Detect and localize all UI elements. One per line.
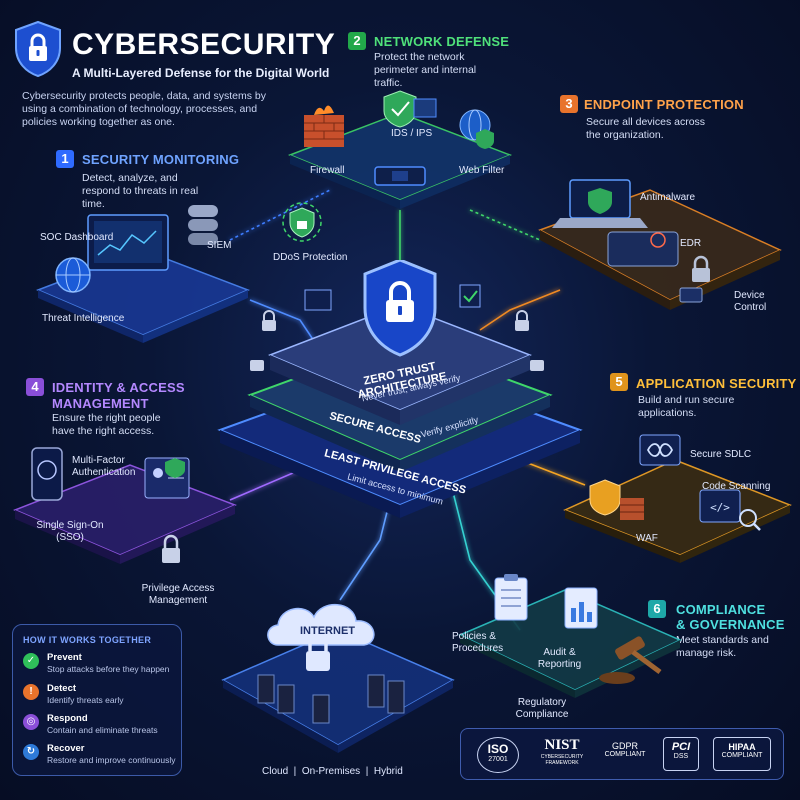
badge-nist-text: NIST (544, 737, 580, 753)
label-sso: Single Sign-On (SSO) (36, 520, 104, 543)
badge-hipaa: HIPAA COMPLIANT (713, 737, 771, 771)
section-title-network: NETWORK DEFENSE (374, 34, 510, 49)
legend-panel: HOW IT WORKS TOGETHER ✓ Prevent Stop att… (12, 624, 182, 776)
badge-pci-sub: DSS (673, 753, 689, 760)
zero-trust-core (217, 260, 583, 518)
badge-nist: NIST CYBERSECURITY FRAMEWORK (533, 737, 591, 769)
section-desc-network: Protect the network perimeter and intern… (374, 51, 477, 89)
respond-icon: ◎ (23, 714, 39, 730)
page-subtitle: A Multi-Layered Defense for the Digital … (72, 66, 330, 80)
section-title-compliance-1: COMPLIANCE (676, 602, 766, 617)
compliance-badges: ISO 27001 NIST CYBERSECURITY FRAMEWORK G… (460, 728, 784, 780)
page-title: CYBERSECURITY (72, 28, 336, 61)
deployment-types: Cloud | On-Premises | Hybrid (262, 766, 403, 777)
label-pam: Privilege Access Management (141, 583, 215, 606)
endpoint-platform (538, 179, 782, 310)
label-secure-sdlc: Secure SDLC (690, 449, 752, 460)
section-desc-endpoint: Secure all devices across the organizati… (586, 116, 706, 141)
label-edr: EDR (680, 238, 702, 249)
section-desc-monitoring: Detect, analyze, and respond to threats … (82, 172, 199, 210)
badge-pci: PCI DSS (663, 737, 699, 771)
shield-lock-icon (15, 20, 61, 78)
label-ids-ips: IDS / IPS (391, 128, 433, 139)
badge-gdpr: GDPR COMPLIANT (599, 737, 651, 769)
label-web-filter: Web Filter (459, 165, 505, 176)
section-number-3: 3 (560, 95, 578, 113)
svg-text:</>: </> (710, 501, 730, 514)
label-siem: SIEM (207, 240, 232, 251)
section-number-1: 1 (56, 150, 74, 168)
legend-title: HOW IT WORKS TOGETHER (23, 635, 152, 645)
legend-desc-recover: Restore and improve continuously (47, 755, 176, 765)
section-number-4: 4 (26, 378, 44, 396)
internet-platform (221, 603, 455, 753)
section-title-identity-1: IDENTITY & ACCESS (52, 380, 185, 395)
label-antimalware: Antimalware (640, 192, 696, 203)
section-desc-identity: Ensure the right people have the right a… (52, 412, 161, 437)
legend-item-detect: Detect (47, 683, 77, 694)
label-ddos-protection: DDoS Protection (273, 252, 348, 263)
label-mfa: Multi-Factor Authentication (72, 455, 136, 478)
section-desc-compliance: Meet standards and manage risk. (676, 634, 769, 659)
badge-iso-sub: 27001 (488, 756, 508, 763)
recover-icon: ↻ (23, 744, 39, 760)
legend-desc-detect: Identify threats early (47, 695, 124, 705)
label-device-control: Device Control (734, 290, 767, 313)
legend-item-respond: Respond (47, 713, 88, 724)
section-title-identity-2: MANAGEMENT (52, 396, 149, 411)
legend-desc-prevent: Stop attacks before they happen (47, 664, 170, 674)
detect-icon: ! (23, 684, 39, 700)
section-title-compliance-2: & GOVERNANCE (676, 617, 785, 632)
monitoring-platform (36, 205, 250, 343)
section-title-endpoint: ENDPOINT PROTECTION (584, 97, 744, 112)
label-threat-intelligence: Threat Intelligence (42, 313, 125, 324)
badge-iso: ISO 27001 (477, 737, 519, 773)
section-title-application: APPLICATION SECURITY (636, 376, 797, 391)
label-regulatory: Regulatory Compliance (515, 697, 569, 720)
badge-hipaa-sub: COMPLIANT (721, 752, 763, 759)
internet-label: INTERNET (300, 625, 355, 637)
badge-pci-text: PCI (671, 741, 691, 753)
compliance-platform (458, 574, 682, 698)
section-title-monitoring: SECURITY MONITORING (82, 152, 240, 167)
label-policies: Policies & Procedures (452, 631, 504, 654)
identity-platform (13, 447, 237, 564)
section-number-5: 5 (610, 373, 628, 391)
section-desc-application: Build and run secure applications. (638, 394, 735, 419)
label-firewall: Firewall (310, 165, 345, 176)
label-soc-dashboard: SOC Dashboard (40, 232, 114, 243)
network-platform (287, 90, 513, 209)
badge-nist-sub: CYBERSECURITY FRAMEWORK (540, 754, 584, 766)
section-number-6: 6 (648, 600, 666, 618)
label-waf: WAF (636, 533, 658, 544)
label-audit: Audit & Reporting (537, 647, 582, 670)
prevent-icon: ✓ (23, 653, 39, 669)
section-number-2: 2 (348, 32, 366, 50)
badge-gdpr-text: GDPR (611, 741, 638, 751)
badge-hipaa-text: HIPAA (728, 742, 756, 752)
badge-gdpr-sub: COMPLIANT (604, 751, 646, 758)
legend-item-prevent: Prevent (47, 652, 82, 663)
label-code-scanning: Code Scanning (702, 481, 771, 492)
application-platform: </> (563, 434, 792, 563)
legend-desc-respond: Contain and eliminate threats (47, 725, 158, 735)
badge-iso-text: ISO (487, 742, 509, 756)
ddos-shield-icon (282, 202, 322, 242)
intro-text: Cybersecurity protects people, data, and… (22, 90, 266, 128)
legend-item-recover: Recover (47, 743, 85, 754)
